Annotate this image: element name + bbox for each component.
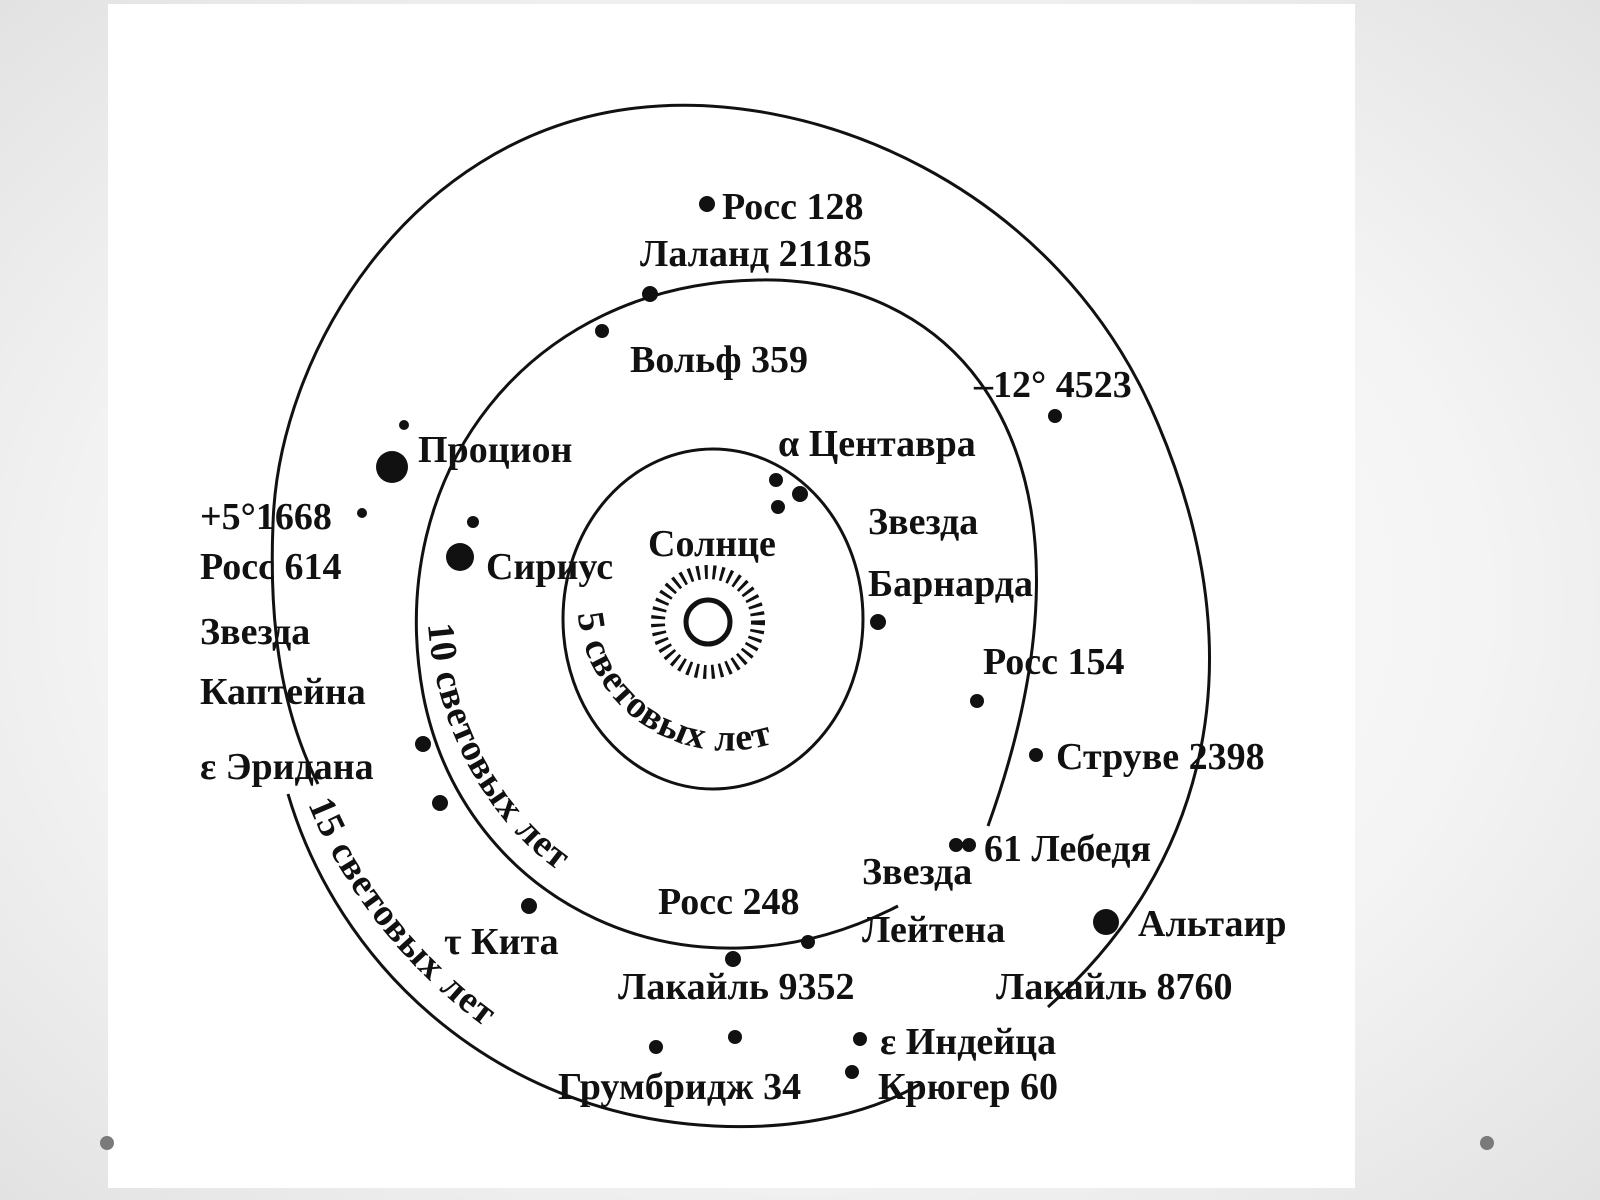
star-label-alpha-centauri: α Центавра xyxy=(778,423,976,465)
star-label-barnard-line2: Барнарда xyxy=(868,563,1033,605)
ring-15-ly-label: 15 световых лет xyxy=(300,791,505,1035)
star-label-barnard-line1: Звезда xyxy=(868,501,978,543)
star-dot-sirius-b xyxy=(467,516,479,528)
star-label-ross-614: Росс 614 xyxy=(200,546,342,588)
ring-10-ly-label: 10 световых лет xyxy=(419,621,579,879)
star-label-ross-128: Росс 128 xyxy=(722,186,864,228)
star-label-epsilon-eridani: ε Эридана xyxy=(200,746,374,788)
star-dot-sirius xyxy=(446,543,474,571)
star-dot-plus5-1668 xyxy=(357,508,367,518)
star-dot-lacaille-9352 xyxy=(728,1030,742,1044)
ring-5-ly xyxy=(561,447,865,791)
ring-5-ly-label: 5 световых лет xyxy=(569,609,776,760)
star-dot-struve-2398 xyxy=(1029,748,1043,762)
star-dot-barnard xyxy=(870,614,886,630)
star-dot-epsilon-indi xyxy=(853,1032,867,1046)
star-label-struve-2398: Струве 2398 xyxy=(1056,736,1265,778)
star-label-procyon: Процион xyxy=(418,429,572,471)
star-dot-minus12-4523 xyxy=(1048,409,1062,423)
star-label-groombridge-34: Грумбридж 34 xyxy=(558,1066,801,1108)
star-label-plus5-1668: +5°1668 xyxy=(200,496,332,538)
star-label-altair: Альтаир xyxy=(1138,903,1287,945)
nearby-stars-diagram: Солнце 5 световых лет 10 световых лет 15… xyxy=(200,103,1287,1129)
star-dot-kapteyn xyxy=(415,736,431,752)
star-dot-altair xyxy=(1093,909,1119,935)
ring-5-ly-label-path: 5 световых лет xyxy=(569,609,775,760)
star-label-sirius: Сириус xyxy=(486,546,613,588)
ring-15-ly-lower xyxy=(286,793,921,1129)
star-label-lalande-21185: Лаланд 21185 xyxy=(640,233,872,275)
star-map-figure: Солнце 5 световых лет 10 световых лет 15… xyxy=(108,4,1355,1188)
star-dot-lalande-21185 xyxy=(642,286,658,302)
star-dot-ross-248 xyxy=(725,951,741,967)
star-label-ross-154: Росс 154 xyxy=(983,641,1125,683)
star-label-kruger-60: Крюгер 60 xyxy=(878,1066,1058,1108)
star-dot-epsilon-eridani xyxy=(432,795,448,811)
star-label-wolf-359: Вольф 359 xyxy=(630,339,808,381)
star-dot-procyon xyxy=(376,451,408,483)
sun-label: Солнце xyxy=(648,523,776,565)
ring-10-ly-label-path: 10 световых лет xyxy=(419,621,578,879)
ring-15-ly-label-path: 15 световых лет xyxy=(300,791,504,1035)
star-dot-ross-154 xyxy=(970,694,984,708)
star-dot-alpha-centauri-a xyxy=(769,473,783,487)
star-dot-ross-128 xyxy=(699,196,715,212)
star-dot-61-cygni-b xyxy=(962,838,976,852)
star-label-luyten-line1: Звезда xyxy=(862,851,972,893)
ring-15-ly xyxy=(270,103,1211,1009)
ring-10-ly xyxy=(414,278,1038,950)
star-dot-groombridge-34 xyxy=(649,1040,663,1054)
star-label-epsilon-indi: ε Индейца xyxy=(880,1021,1056,1063)
star-dot-alpha-centauri-c xyxy=(771,500,785,514)
slide-nav-dot-left xyxy=(100,1136,114,1150)
star-label-tau-ceti: τ Кита xyxy=(444,921,559,963)
star-dot-alpha-centauri-b xyxy=(792,486,808,502)
star-label-lacaille-8760: Лакайль 8760 xyxy=(996,966,1232,1008)
star-dot-61-cygni-a xyxy=(949,838,963,852)
star-label-61-cygni: 61 Лебедя xyxy=(984,828,1151,870)
slide-nav-dot-right xyxy=(1480,1136,1494,1150)
star-label-lacaille-9352: Лакайль 9352 xyxy=(618,966,854,1008)
star-dot-luyten xyxy=(801,935,815,949)
star-dot-wolf-359 xyxy=(595,324,609,338)
star-label-kapteyn-line1: Звезда xyxy=(200,611,310,653)
sun-icon xyxy=(651,565,765,679)
star-dot-procyon-b xyxy=(399,420,409,430)
star-dot-tau-ceti xyxy=(521,898,537,914)
star-label-luyten-line2: Лейтена xyxy=(862,909,1005,951)
star-label-ross-248: Росс 248 xyxy=(658,881,800,923)
star-label-minus12-4523: –12° 4523 xyxy=(973,364,1132,406)
star-labels: Росс 128 Лаланд 21185 Вольф 359 –12° 452… xyxy=(200,186,1287,1108)
star-dots xyxy=(357,196,1119,1079)
star-label-kapteyn-line2: Каптейна xyxy=(200,671,366,713)
star-dot-kruger-60 xyxy=(845,1065,859,1079)
